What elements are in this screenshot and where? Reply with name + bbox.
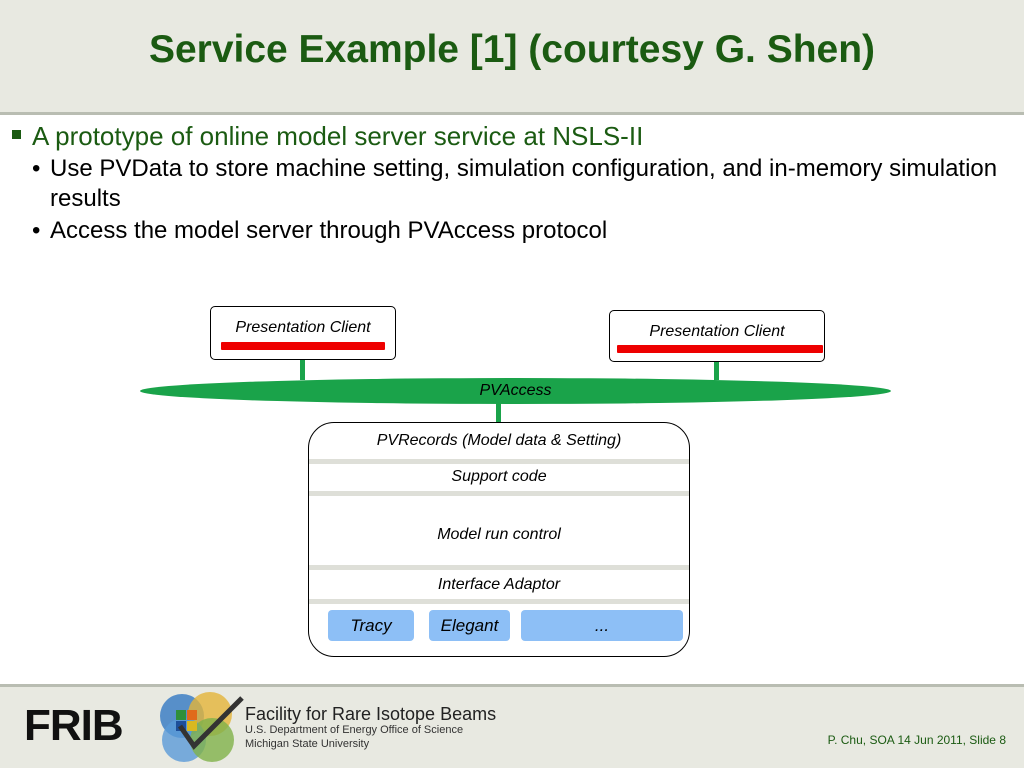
client-label: Presentation Client [235, 319, 371, 336]
pvaccess-label: PVAccess [479, 382, 552, 399]
layer-interface-adaptor: Interface Adaptor [437, 576, 561, 593]
bullet-dot-icon: • [32, 155, 41, 182]
client-right-connector [714, 362, 719, 380]
main-bullet: A prototype of online model server servi… [12, 120, 1002, 152]
org-department: U.S. Department of Energy Office of Scie… [245, 724, 464, 736]
org-university: Michigan State University [245, 738, 370, 750]
server-connector [496, 402, 501, 424]
model-server-box: PVRecords (Model data & Setting) Support… [308, 422, 690, 657]
layer-pvrecords: PVRecords (Model data & Setting) [376, 432, 622, 449]
square-bullet-icon [12, 130, 21, 139]
layer-separator [309, 565, 689, 570]
client-left-connector [300, 360, 305, 380]
client-red-bar [617, 345, 823, 353]
presentation-client-left: Presentation Client [210, 306, 396, 360]
sub-bullet-text: Access the model server through PVAccess… [50, 217, 608, 244]
bullet-list: A prototype of online model server servi… [12, 120, 1002, 246]
footer-divider [0, 684, 1024, 687]
layer-support-code: Support code [451, 468, 547, 485]
frib-logo-text: FRIB [24, 701, 124, 750]
client-label: Presentation Client [649, 323, 785, 340]
frib-emblem-icon [160, 692, 244, 762]
bullet-dot-icon: • [32, 217, 41, 244]
layer-model-run-control: Model run control [437, 526, 561, 543]
pvaccess-bus [140, 378, 891, 404]
module-tracy: Tracy [328, 610, 414, 641]
main-bullet-text: A prototype of online model server servi… [32, 121, 644, 151]
org-name: Facility for Rare Isotope Beams [245, 704, 497, 724]
module-more: ... [521, 610, 683, 641]
slide-title: Service Example [1] (courtesy G. Shen) [148, 28, 876, 71]
client-red-bar [221, 342, 385, 350]
layer-separator [309, 491, 689, 496]
module-elegant: Elegant [429, 610, 510, 641]
sub-bullet: • Access the model server through PVAcce… [12, 216, 1002, 246]
presentation-client-right: Presentation Client [609, 310, 825, 362]
header-divider [0, 112, 1024, 115]
sub-bullet-text: Use PVData to store machine setting, sim… [50, 155, 998, 212]
slide-info: P. Chu, SOA 14 Jun 2011, Slide 8 [827, 733, 1006, 747]
slide-header [0, 0, 1024, 112]
layer-separator [309, 599, 689, 604]
sub-bullet: • Use PVData to store machine setting, s… [12, 154, 1002, 214]
layer-separator [309, 459, 689, 464]
